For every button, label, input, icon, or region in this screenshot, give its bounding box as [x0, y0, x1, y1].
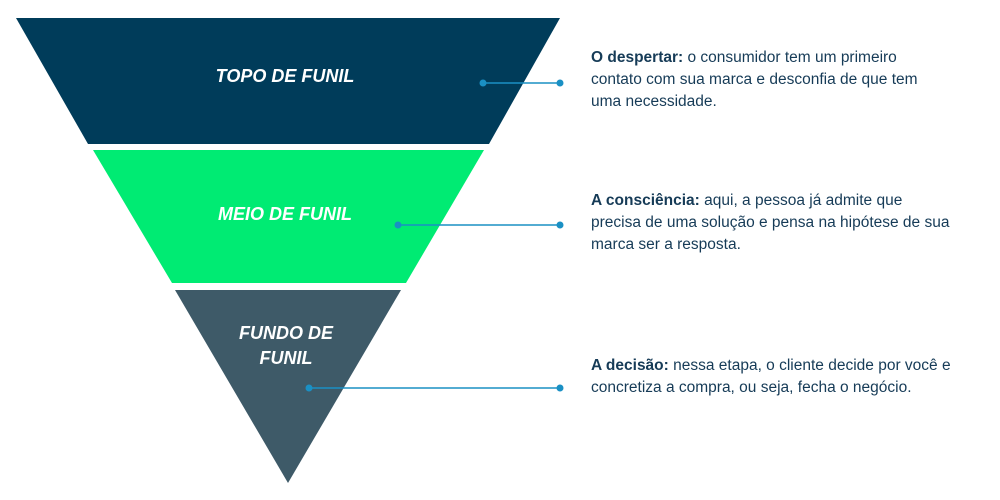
stage-label-bottom: FUNDO DE FUNIL [186, 321, 386, 371]
description-top: O despertar: o consumidor tem um primeir… [591, 47, 951, 113]
connector-dot-middle-end [556, 221, 564, 229]
description-bottom-body: nessa etapa, o cliente decide por você e… [591, 357, 951, 396]
connector-dot-bottom-end [556, 384, 564, 392]
funnel-bottom-segment [175, 290, 401, 483]
stage-label-bottom-line2: FUNIL [259, 348, 313, 368]
description-top-title: O despertar: [591, 49, 684, 66]
connector-dot-bottom-start [305, 384, 313, 392]
connector-dot-middle-start [394, 221, 402, 229]
description-middle: A consciência: aqui, a pessoa já admite … [591, 190, 951, 256]
funnel-middle-segment [93, 150, 484, 283]
stage-label-bottom-line1: FUNDO DE [239, 323, 333, 343]
description-bottom: A decisão: nessa etapa, o cliente decide… [591, 355, 951, 399]
connector-dot-top-start [479, 79, 487, 87]
description-middle-title: A consciência: [591, 192, 700, 209]
stage-label-middle: MEIO DE FUNIL [218, 204, 352, 224]
funnel-top-segment [16, 18, 560, 144]
description-bottom-title: A decisão: [591, 357, 669, 374]
connector-dot-top-end [556, 79, 564, 87]
stage-label-top: TOPO DE FUNIL [215, 66, 355, 86]
description-middle-body: aqui, a pessoa já admite que precisa de … [591, 192, 950, 253]
description-top-body: o consumidor tem um primeiro contato com… [591, 49, 918, 110]
